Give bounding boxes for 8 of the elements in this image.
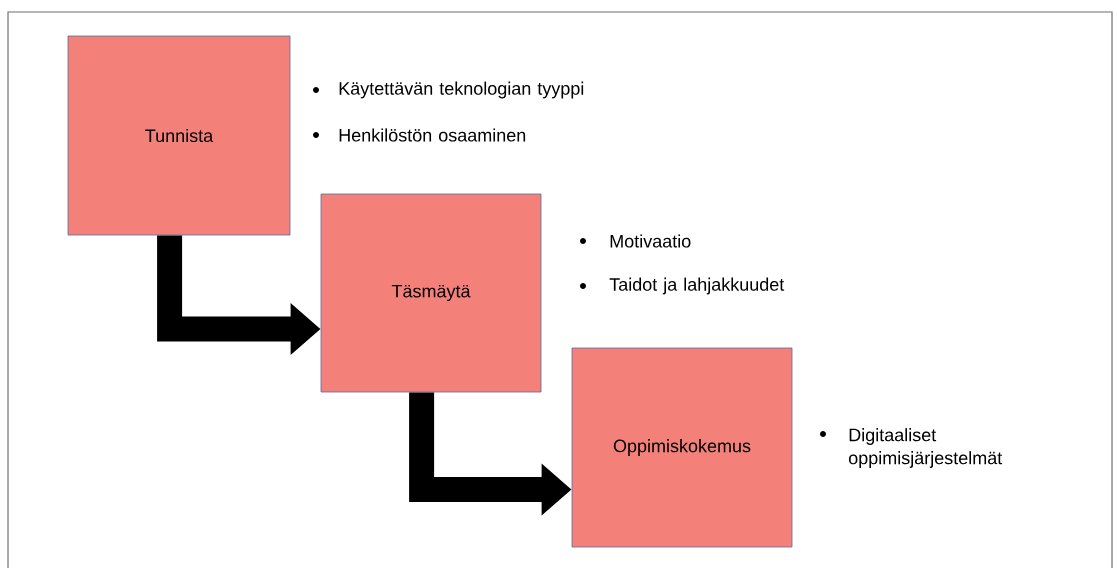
bullet-text: Taidot ja lahjakkuudet (609, 277, 785, 295)
bullet-text: Motivaatio (610, 234, 691, 248)
bullet-text: Käytettävän teknologian tyyppi (339, 81, 584, 99)
process-box: Täsmäytä (320, 193, 542, 393)
bullet-text: Henkilöstön osaaminen (339, 128, 526, 142)
process-box: Tunnista (67, 35, 291, 236)
process-box: Oppimiskokemus (571, 347, 793, 548)
bullet-text: Digitaaliset oppimisjärjestelmät (848, 428, 1003, 468)
